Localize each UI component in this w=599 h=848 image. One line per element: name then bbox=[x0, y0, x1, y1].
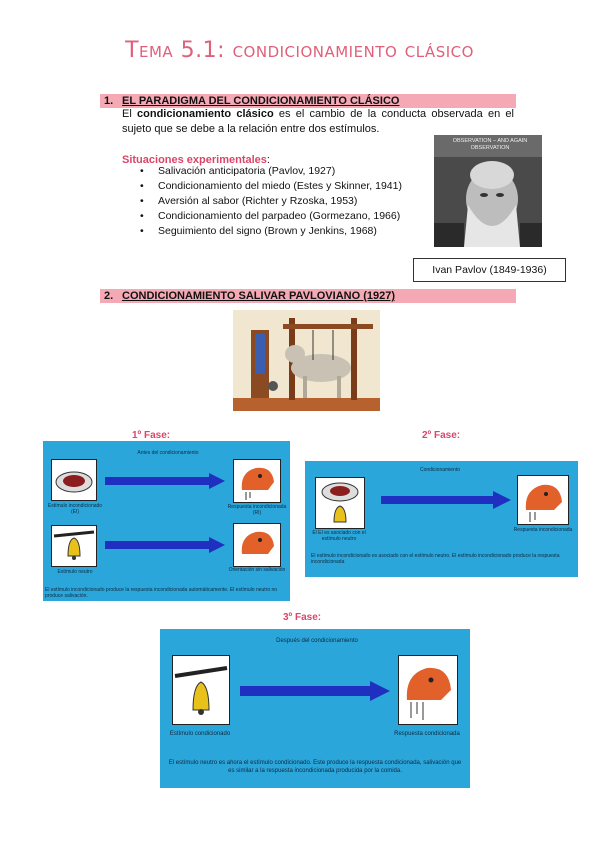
phase-3-footer: El estímulo neutro es ahora el estímulo … bbox=[168, 760, 462, 774]
list-item: Salivación anticipatoria (Pavlov, 1927) bbox=[140, 164, 430, 179]
apparatus-drawing bbox=[233, 318, 380, 411]
arrow-right-icon bbox=[105, 473, 225, 489]
phase-2-panel: Condicionamiento El EI es asociado con e… bbox=[305, 461, 578, 577]
situations-label: Situaciones experimentales bbox=[122, 154, 267, 166]
section-2-number: 2. bbox=[104, 290, 114, 302]
list-item: Aversión al sabor (Richter y Rzoska, 195… bbox=[140, 194, 430, 209]
phase-2-resp: Respuesta incondicionada bbox=[513, 527, 573, 533]
meat-plate-icon bbox=[55, 471, 93, 493]
situations-list: Salivación anticipatoria (Pavlov, 1927) … bbox=[140, 164, 430, 239]
section-1-title: EL PARADIGMA DEL CONDICIONAMIENTO CLÁSIC… bbox=[122, 95, 400, 107]
intro-bold-term: condicionamiento clásico bbox=[137, 108, 274, 120]
list-item: Condicionamiento del parpadeo (Gormezano… bbox=[140, 209, 430, 224]
phase-3-header: Después del condicionamiento bbox=[276, 638, 358, 644]
page-title: Tema 5.1: condicionamiento clásico bbox=[125, 38, 474, 63]
pavlov-portrait: OBSERVATION – AND AGAIN OBSERVATION bbox=[434, 135, 542, 247]
dog-salivating-card bbox=[517, 475, 569, 525]
phase-1-stim-2: Estímulo neutro bbox=[57, 569, 93, 575]
dog-alert-icon bbox=[241, 531, 274, 554]
arrow-right-icon bbox=[381, 491, 511, 509]
dog-salivating-icon bbox=[241, 467, 274, 500]
phase-1-resp-1: Respuesta incondicionada (RI) bbox=[227, 504, 287, 516]
intro-text-pre: El bbox=[122, 108, 132, 120]
phase-2-label: 2º Fase: bbox=[422, 430, 461, 441]
list-item: Seguimiento del signo (Brown y Jenkins, … bbox=[140, 224, 430, 239]
section-2-heading: 2. CONDICIONAMIENTO SALIVAR PAVLOVIANO (1… bbox=[100, 289, 516, 303]
phase-3-resp: Respuesta condicionada bbox=[394, 731, 460, 737]
list-item: Condicionamiento del miedo (Estes y Skin… bbox=[140, 179, 430, 194]
intro-paragraph: El condicionamiento clásico es el cambio… bbox=[122, 107, 514, 137]
bell-icon bbox=[53, 530, 95, 560]
phase-2-stim: El EI es asociado con el estímulo neutro bbox=[312, 530, 366, 542]
phase-1-stim-1: Estímulo incondicionado (EI) bbox=[47, 503, 103, 515]
section-1-heading: 1. EL PARADIGMA DEL CONDICIONAMIENTO CLÁS… bbox=[100, 94, 516, 108]
intro-text-post: es el cambio de la conducta observada en… bbox=[122, 108, 514, 135]
situations-colon: : bbox=[266, 154, 270, 166]
portrait-inscription: OBSERVATION – AND AGAIN OBSERVATION bbox=[452, 138, 528, 151]
arrow-right-icon bbox=[105, 537, 225, 553]
bell-card bbox=[51, 525, 97, 567]
pavlov-portrait-drawing bbox=[434, 135, 542, 247]
section-1-number: 1. bbox=[104, 95, 114, 107]
food-bell-card bbox=[315, 477, 365, 529]
dog-alert-card bbox=[233, 523, 281, 567]
dog-salivating-card bbox=[233, 459, 281, 503]
phase-1-panel: Antes del condicionamiento Estímulo inco… bbox=[43, 441, 290, 601]
phase-3-label: 3º Fase: bbox=[283, 612, 322, 623]
arrow-right-icon bbox=[240, 681, 390, 701]
phase-1-label: 1º Fase: bbox=[132, 430, 171, 441]
phase-1-resp-2: Orientación sin salivación bbox=[228, 567, 286, 573]
phase-1-footer: El estímulo incondicionado produce la re… bbox=[45, 587, 278, 599]
food-card bbox=[51, 459, 97, 501]
meat-and-bell-icon bbox=[321, 482, 359, 523]
pavlov-apparatus-illustration bbox=[233, 310, 380, 411]
bell-card bbox=[172, 655, 230, 725]
dog-salivating-icon bbox=[525, 484, 562, 522]
phase-1-header: Antes del condicionamiento bbox=[137, 450, 199, 456]
phase-3-panel: Después del condicionamiento Estímulo co… bbox=[160, 629, 470, 788]
phase-2-header: Condicionamiento bbox=[419, 467, 461, 473]
portrait-caption: Ivan Pavlov (1849-1936) bbox=[413, 258, 566, 282]
section-2-title: CONDICIONAMIENTO SALIVAR PAVLOVIANO (192… bbox=[122, 290, 395, 302]
bell-icon bbox=[174, 666, 228, 715]
dog-salivating-icon bbox=[406, 667, 451, 720]
situations-heading: Situaciones experimentales: bbox=[122, 150, 270, 168]
dog-salivating-card bbox=[398, 655, 458, 725]
phase-2-footer: El estímulo incondicionado es asociado c… bbox=[311, 553, 560, 565]
phase-3-stim: Estímulo condicionado bbox=[169, 731, 231, 737]
